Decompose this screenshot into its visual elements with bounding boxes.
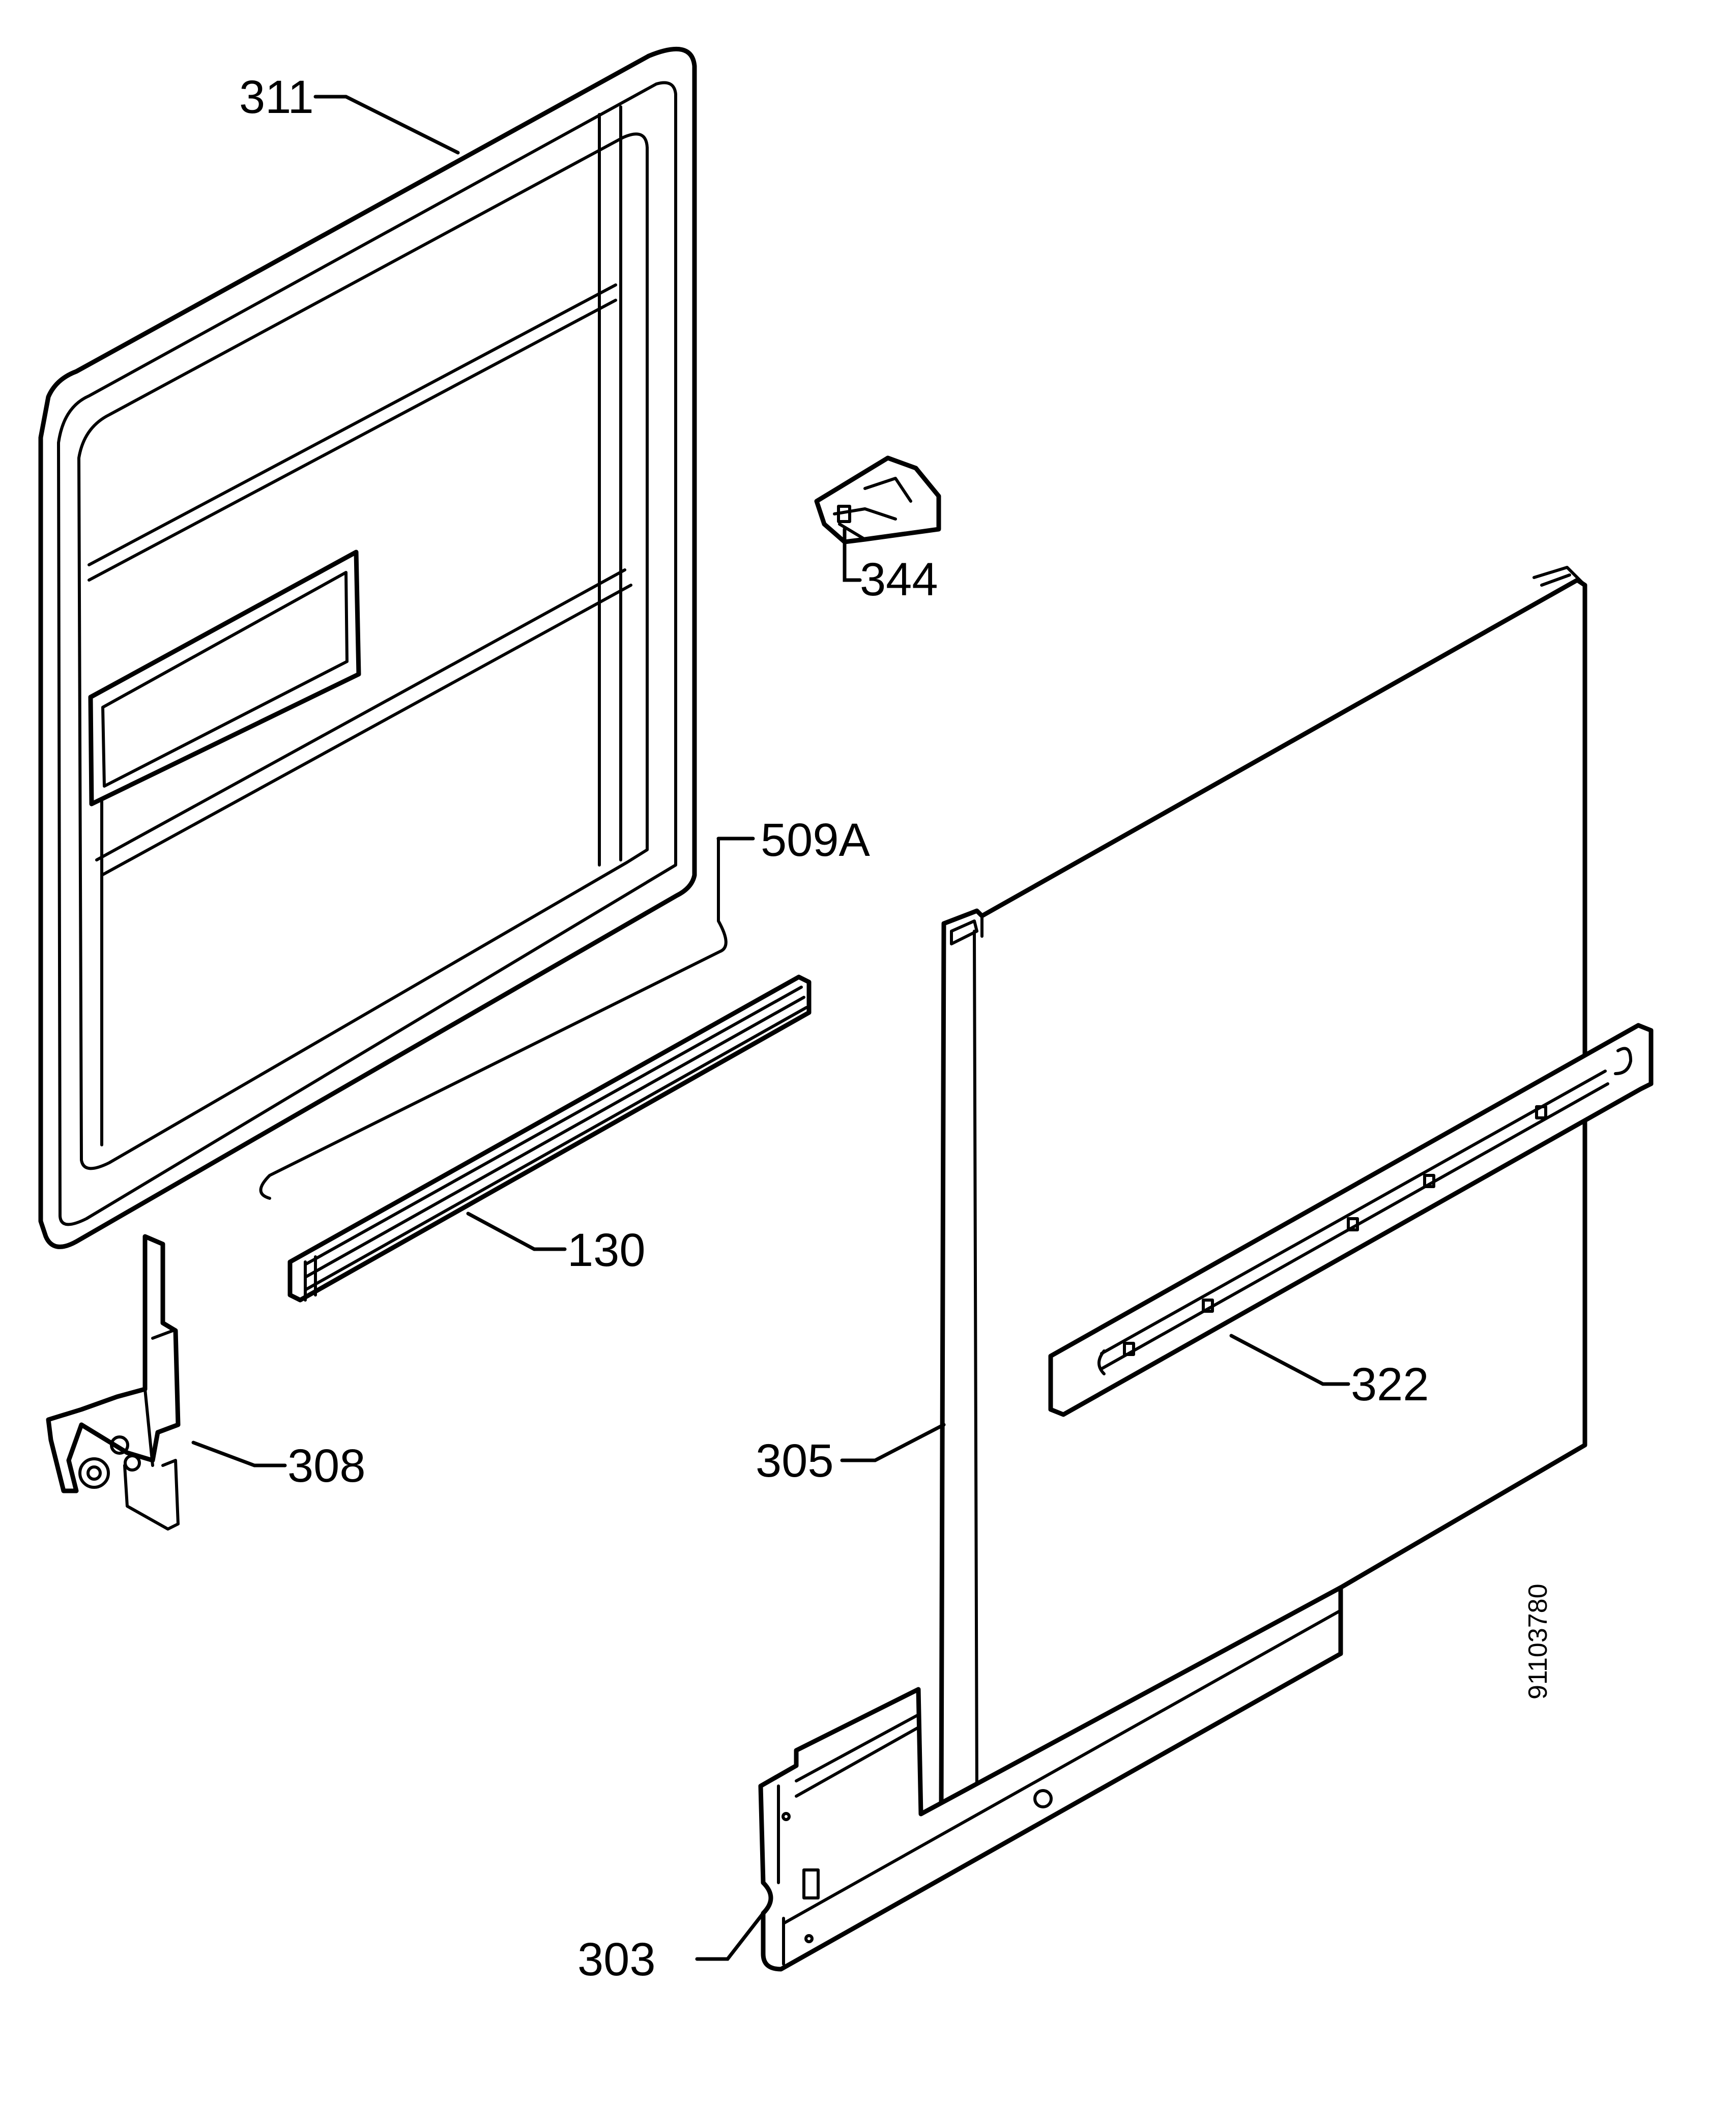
document-number: 91103780 <box>1523 1584 1553 1700</box>
door-latch-344 <box>814 455 941 544</box>
outer-door-panel-305 <box>939 566 1587 1806</box>
callout-303: 303 <box>577 1934 656 1985</box>
callout-344: 344 <box>860 554 938 606</box>
door-seal-130 <box>287 974 812 1303</box>
handle-rail-322 <box>1048 1023 1654 1417</box>
leader-lines <box>191 95 1350 1961</box>
callout-509a: 509A <box>761 814 870 866</box>
callout-305: 305 <box>756 1435 834 1487</box>
callout-labels: 311 344 509A 130 308 305 322 303 <box>239 71 1429 1985</box>
callout-311: 311 <box>239 71 314 123</box>
door-hinge-308 <box>46 1234 181 1531</box>
callout-130: 130 <box>567 1224 646 1276</box>
wire-rod-509a <box>259 837 728 1200</box>
lower-panel-303 <box>758 1585 1343 1972</box>
inner-door-frame-311 <box>38 46 697 1249</box>
callout-322: 322 <box>1351 1359 1429 1410</box>
callout-308: 308 <box>287 1440 366 1492</box>
